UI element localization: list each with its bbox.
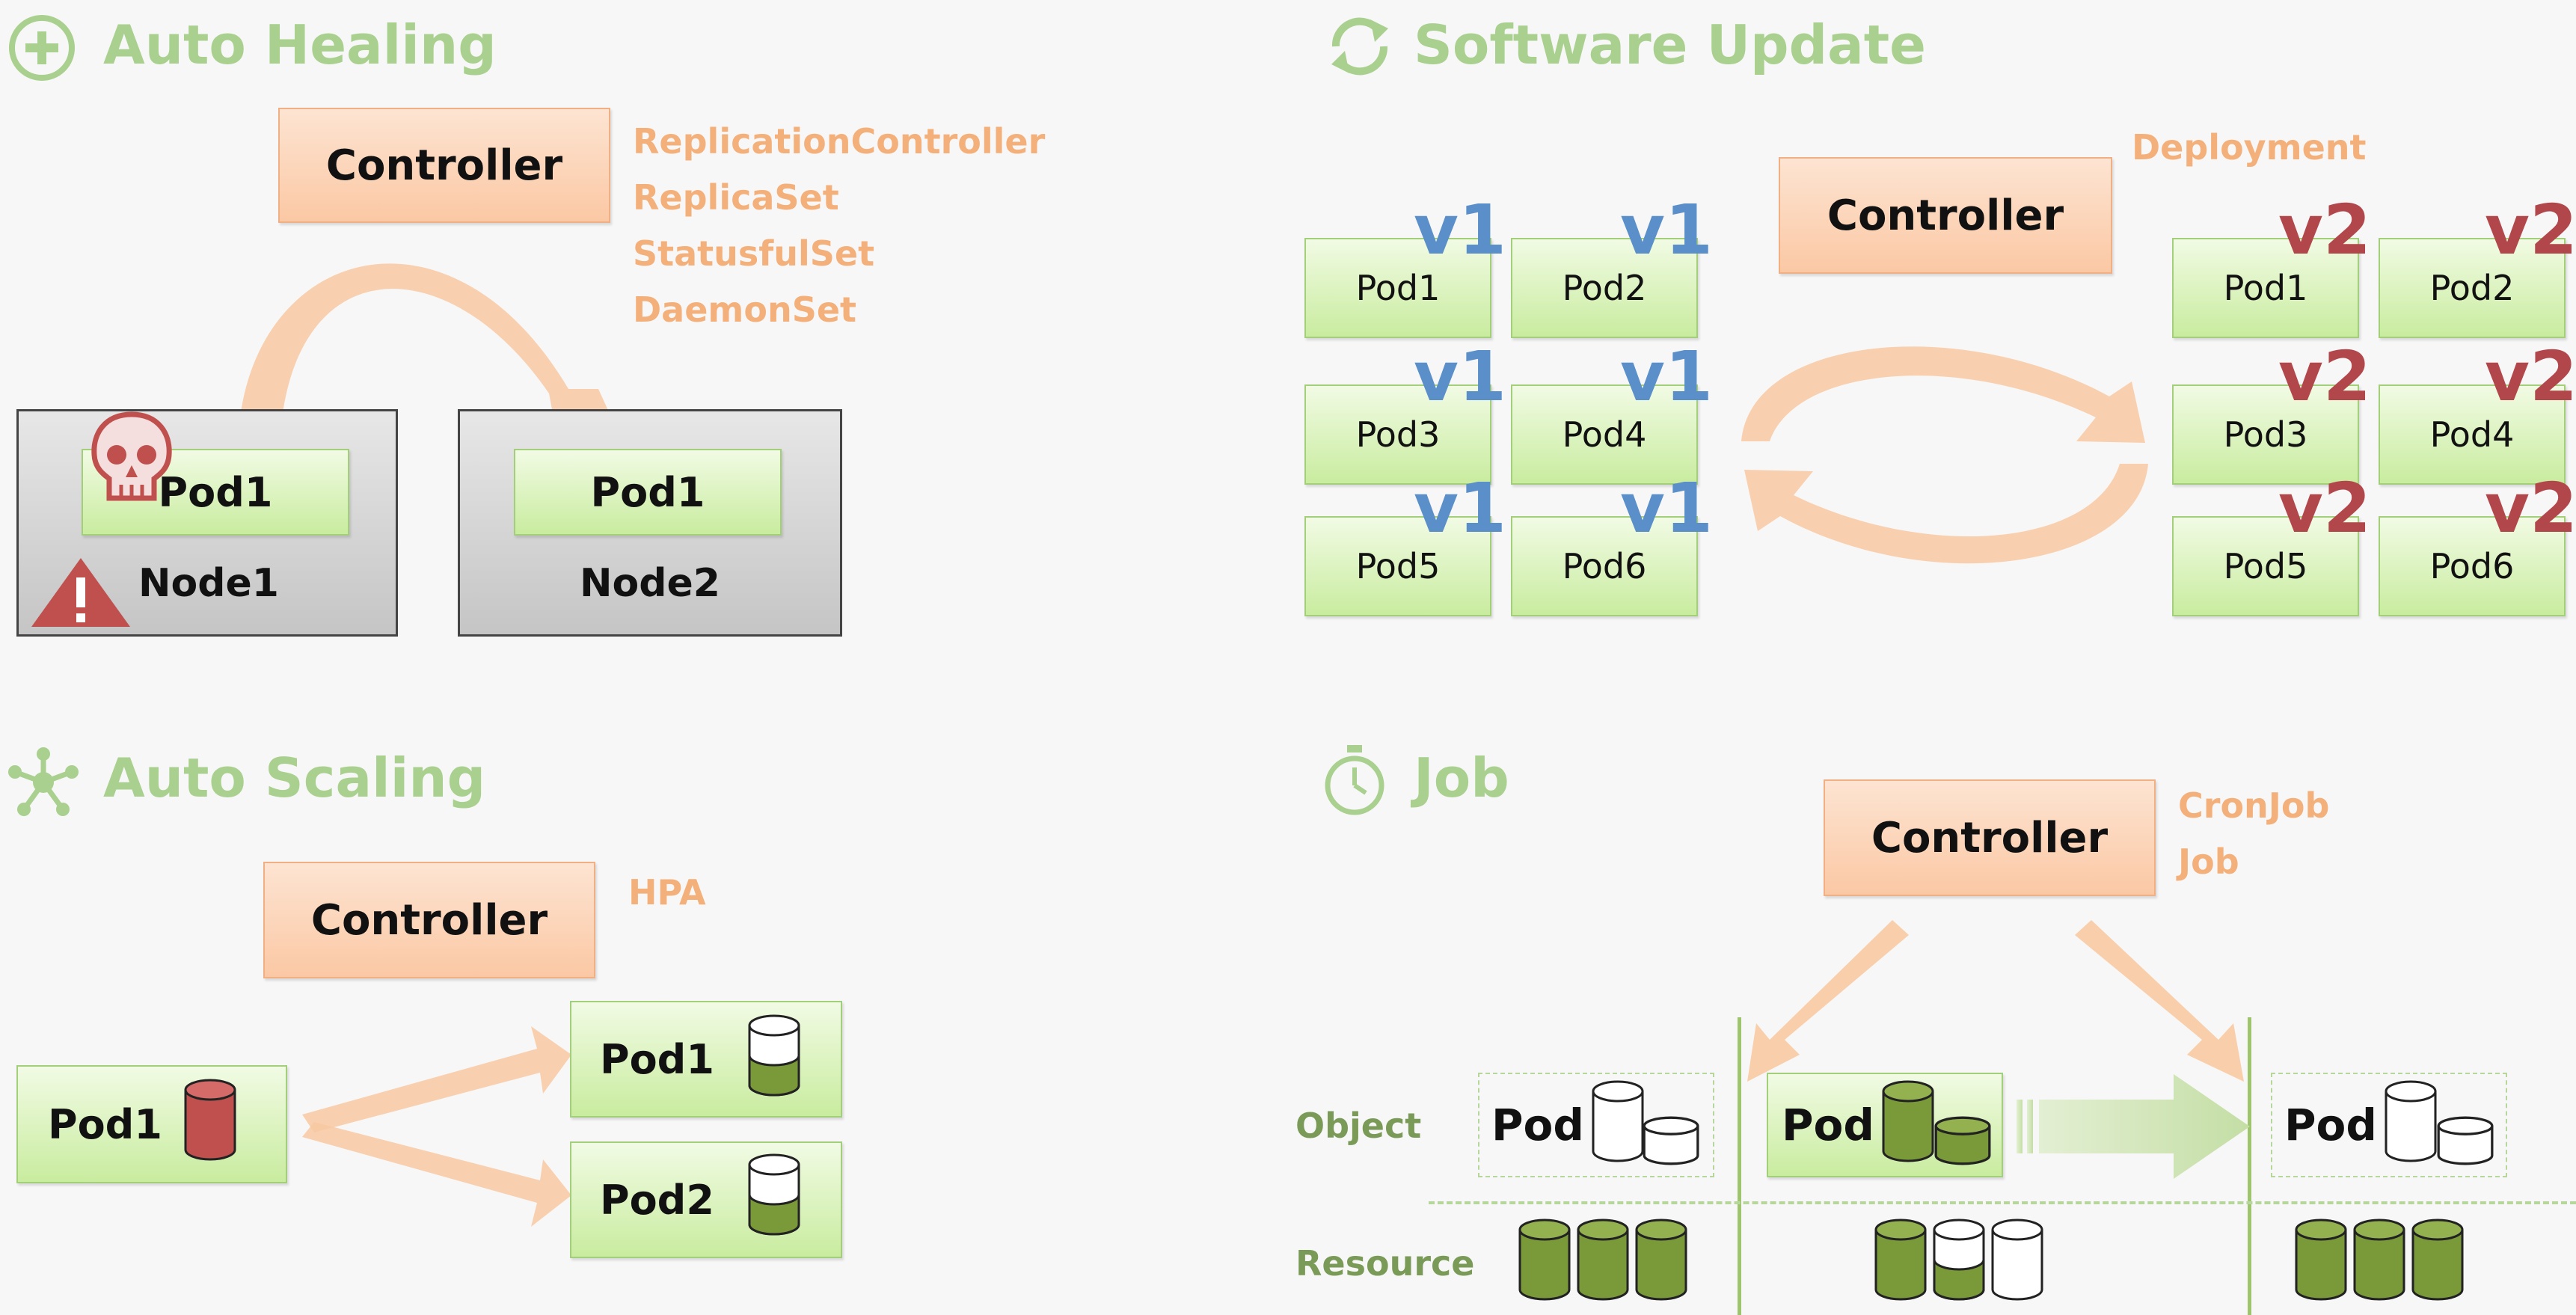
version-label: v2 — [2278, 190, 2371, 270]
controller-box: Controller — [263, 862, 595, 978]
database-icon — [2437, 1116, 2494, 1165]
version-label: v2 — [2485, 337, 2576, 417]
controller-box: Controller — [1824, 779, 2156, 896]
pod-box: Pod5 — [1304, 516, 1491, 616]
pod-box: Pod1 — [1304, 238, 1491, 338]
controller-type: Job — [2178, 842, 2239, 882]
controller-type: Deployment — [2132, 127, 2367, 168]
controller-box: Controller — [278, 108, 610, 223]
version-label: v2 — [2278, 337, 2371, 417]
pod-box: Pod1 — [16, 1065, 287, 1183]
database-icon — [748, 1014, 800, 1097]
database-icon — [184, 1079, 236, 1161]
pod-box: Pod1 — [570, 1001, 842, 1118]
database-icon — [1643, 1116, 1699, 1165]
database-icon — [1882, 1077, 1934, 1165]
node-label: Node1 — [138, 561, 279, 606]
divider — [1429, 1201, 2576, 1204]
pod-label: Pod1 — [600, 1035, 714, 1083]
pod-label: Pod — [2284, 1100, 2377, 1150]
pod-placeholder: Pod — [2271, 1073, 2507, 1177]
recreate-arrow — [238, 263, 622, 441]
database-icon — [1635, 1215, 1687, 1305]
warning-icon — [31, 558, 130, 627]
controller-types: ReplicationController ReplicaSet Statusf… — [633, 114, 1045, 338]
section-title-job: Job — [1414, 747, 1509, 809]
controller-types: CronJob Job — [2178, 778, 2329, 890]
row-label-object: Object — [1295, 1106, 1422, 1146]
pod-box: Pod6 — [2379, 516, 2566, 616]
database-icon — [748, 1153, 800, 1236]
pod-label: Pod — [1782, 1100, 1874, 1150]
refresh-icon — [1331, 17, 1388, 76]
stopwatch-icon — [1325, 745, 1384, 815]
database-icon — [1874, 1215, 1927, 1305]
section-title-auto-healing: Auto Healing — [103, 13, 497, 76]
controller-box: Controller — [1779, 157, 2112, 274]
pod-box: Pod3 — [2172, 384, 2359, 485]
database-icon — [1518, 1215, 1571, 1305]
version-label: v2 — [2485, 468, 2576, 548]
scale-out-arrows — [302, 1026, 571, 1227]
database-icon — [2353, 1215, 2405, 1305]
pod-label: Pod1 — [48, 1100, 162, 1148]
section-title-software-update: Software Update — [1414, 13, 1926, 76]
section-title-auto-scaling: Auto Scaling — [103, 747, 486, 809]
pod-box: Pod3 — [1304, 384, 1491, 485]
database-icon — [1933, 1215, 1985, 1305]
controller-type: ReplicationController — [633, 121, 1046, 162]
job-dispatch-arrows — [1747, 920, 2244, 1082]
pod-box: Pod2 — [2379, 238, 2566, 338]
database-icon — [1577, 1215, 1629, 1305]
pod-box: Pod4 — [2379, 384, 2566, 485]
update-cycle-arrows — [1741, 346, 2148, 564]
database-icon — [1934, 1116, 1991, 1165]
controller-type: CronJob — [2178, 785, 2330, 826]
node2: Pod1 Node2 — [458, 409, 842, 637]
controller-type: HPA — [628, 872, 706, 913]
database-icon — [2295, 1215, 2347, 1305]
skull-icon — [91, 411, 172, 501]
controller-type: DaemonSet — [633, 289, 857, 330]
version-label: v1 — [1620, 468, 1713, 548]
plus-circle-icon — [9, 15, 75, 81]
version-label: v1 — [1620, 190, 1713, 270]
version-label: v1 — [1620, 337, 1713, 417]
pod-box: Pod4 — [1511, 384, 1698, 485]
database-icon — [2411, 1215, 2464, 1305]
completion-arrow — [2017, 1074, 2250, 1179]
database-icon — [1592, 1077, 1644, 1165]
version-label: v2 — [2485, 190, 2576, 270]
pod-box: Pod1 — [2172, 238, 2359, 338]
node1: Pod1 Node1 — [16, 409, 398, 637]
divider — [2248, 1017, 2251, 1315]
pod-box: Pod6 — [1511, 516, 1698, 616]
version-label: v1 — [1414, 337, 1506, 417]
pod-box: Pod5 — [2172, 516, 2359, 616]
version-label: v1 — [1414, 468, 1506, 548]
pod-box: Pod2 — [570, 1141, 842, 1258]
pod-placeholder: Pod — [1478, 1073, 1714, 1177]
controller-type: ReplicaSet — [633, 177, 839, 218]
pod-label: Pod2 — [600, 1176, 714, 1224]
pod-box: Pod2 — [1511, 238, 1698, 338]
database-icon — [2385, 1077, 2437, 1165]
version-label: v1 — [1414, 190, 1506, 270]
network-icon — [8, 747, 79, 816]
database-icon — [1991, 1215, 2043, 1305]
row-label-resource: Resource — [1295, 1243, 1475, 1284]
node-label: Node2 — [580, 561, 720, 606]
version-label: v2 — [2278, 468, 2371, 548]
pod-box: Pod1 — [514, 449, 782, 536]
pod-label: Pod — [1491, 1100, 1584, 1150]
controller-type: StatusfulSet — [633, 233, 875, 274]
divider — [1738, 1017, 1741, 1315]
